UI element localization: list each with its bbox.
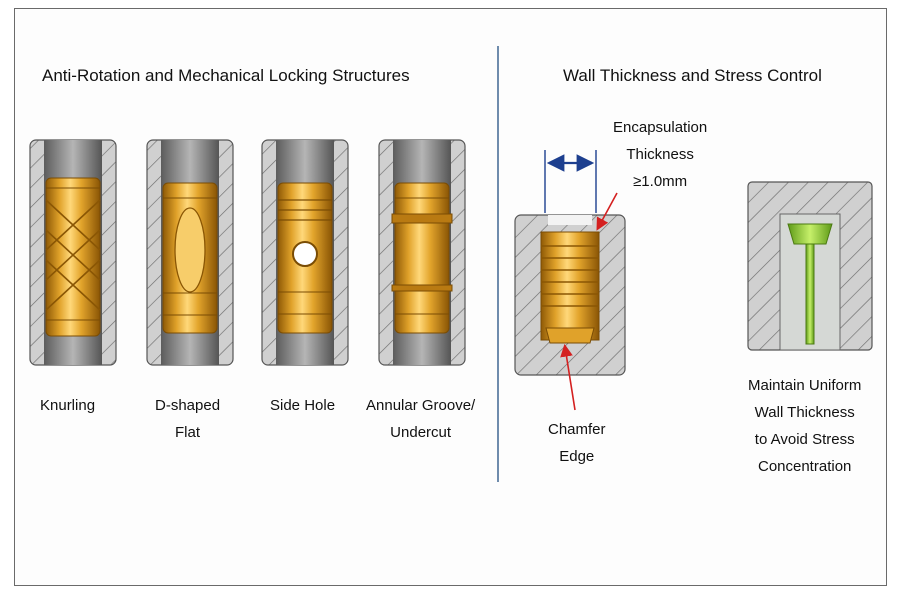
annular-groove-insert-illustration	[378, 139, 466, 366]
caption-annular-groove: Annular Groove/ Undercut	[366, 397, 476, 441]
caption-side-hole: Side Hole	[270, 397, 336, 414]
left-section-title: Anti-Rotation and Mechanical Locking Str…	[42, 66, 410, 85]
section-divider	[497, 46, 499, 482]
caption-d-shaped-flat: D-shaped Flat	[155, 397, 221, 441]
knurling-insert-illustration	[29, 139, 117, 366]
caption-encapsulation-thickness: Encapsulation Thickness ≥1.0mm	[613, 119, 708, 190]
caption-knurling: Knurling	[40, 397, 96, 414]
caption-chamfer-edge: Chamfer Edge	[548, 421, 606, 465]
right-section-title: Wall Thickness and Stress Control	[563, 66, 822, 85]
side-hole-insert-illustration	[261, 139, 349, 366]
encapsulation-insert-illustration	[514, 150, 626, 411]
uniform-wall-illustration	[747, 181, 873, 351]
caption-uniform-wall: Maintain Uniform Wall Thickness to Avoid…	[748, 377, 862, 475]
d-flat-insert-illustration	[146, 139, 234, 366]
